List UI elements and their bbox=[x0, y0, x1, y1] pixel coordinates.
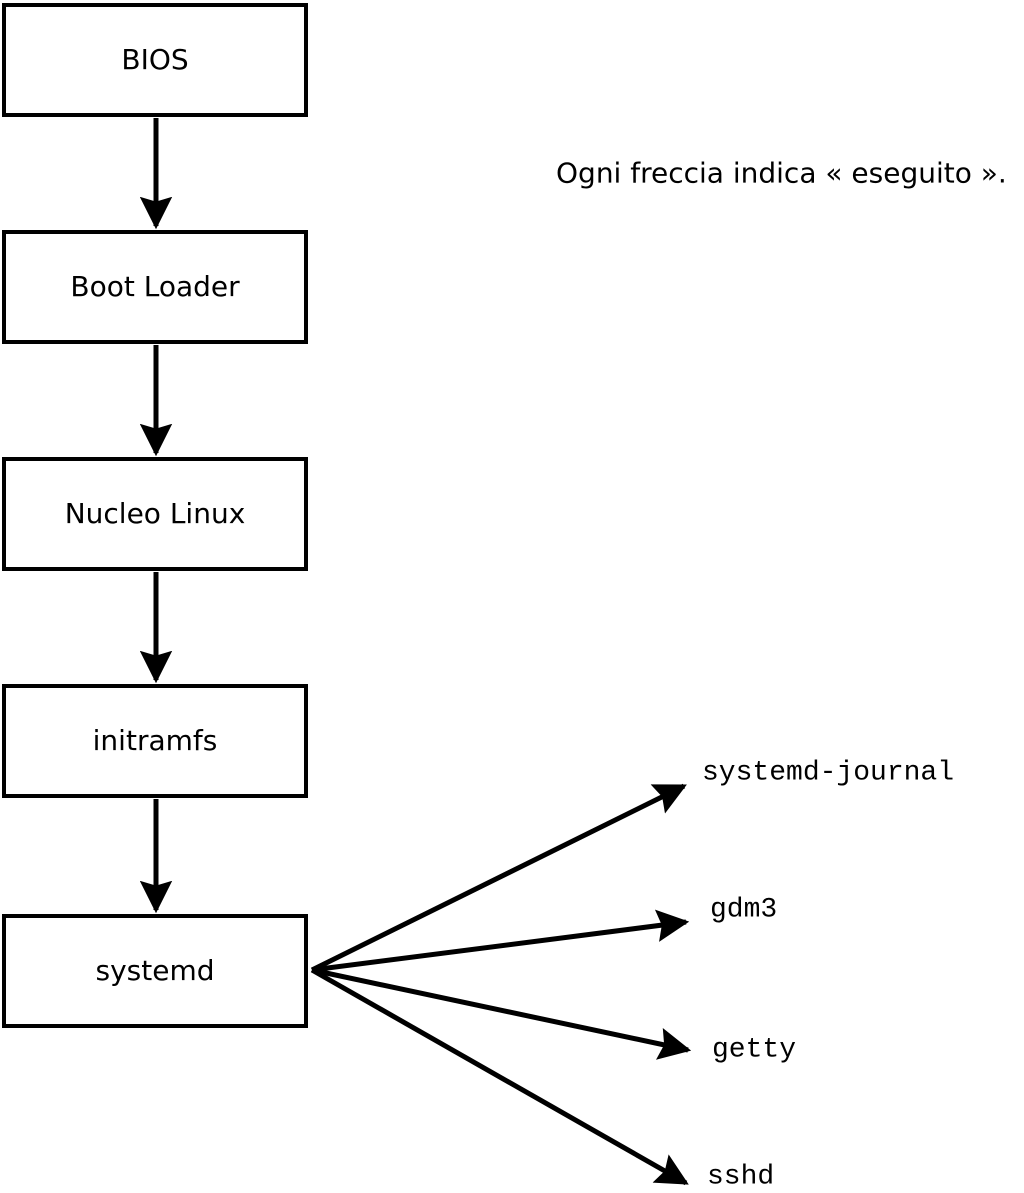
arrow-systemd-to-journal bbox=[310, 783, 687, 973]
node-initramfs: initramfs bbox=[2, 684, 308, 798]
arrow-systemd-to-sshd bbox=[310, 967, 689, 1186]
node-bootloader-label: Boot Loader bbox=[70, 270, 240, 303]
node-bootloader: Boot Loader bbox=[2, 230, 308, 344]
node-kernel: Nucleo Linux bbox=[2, 457, 308, 571]
service-label-sshd: sshd bbox=[707, 1161, 775, 1193]
node-bios: BIOS bbox=[2, 3, 308, 117]
node-systemd: systemd bbox=[2, 914, 308, 1028]
arrow-systemd-to-gdm3 bbox=[311, 909, 690, 973]
node-systemd-label: systemd bbox=[95, 954, 215, 987]
service-label-systemd-journal: systemd-journal bbox=[702, 757, 955, 789]
node-kernel-label: Nucleo Linux bbox=[64, 497, 246, 530]
arrow-systemd-to-getty bbox=[311, 967, 692, 1060]
service-label-getty: getty bbox=[712, 1034, 797, 1066]
node-initramfs-label: initramfs bbox=[92, 724, 218, 757]
service-label-gdm3: gdm3 bbox=[710, 894, 778, 926]
annotation-note: Ogni freccia indica « eseguito ». bbox=[556, 156, 1007, 190]
node-bios-label: BIOS bbox=[121, 43, 189, 76]
